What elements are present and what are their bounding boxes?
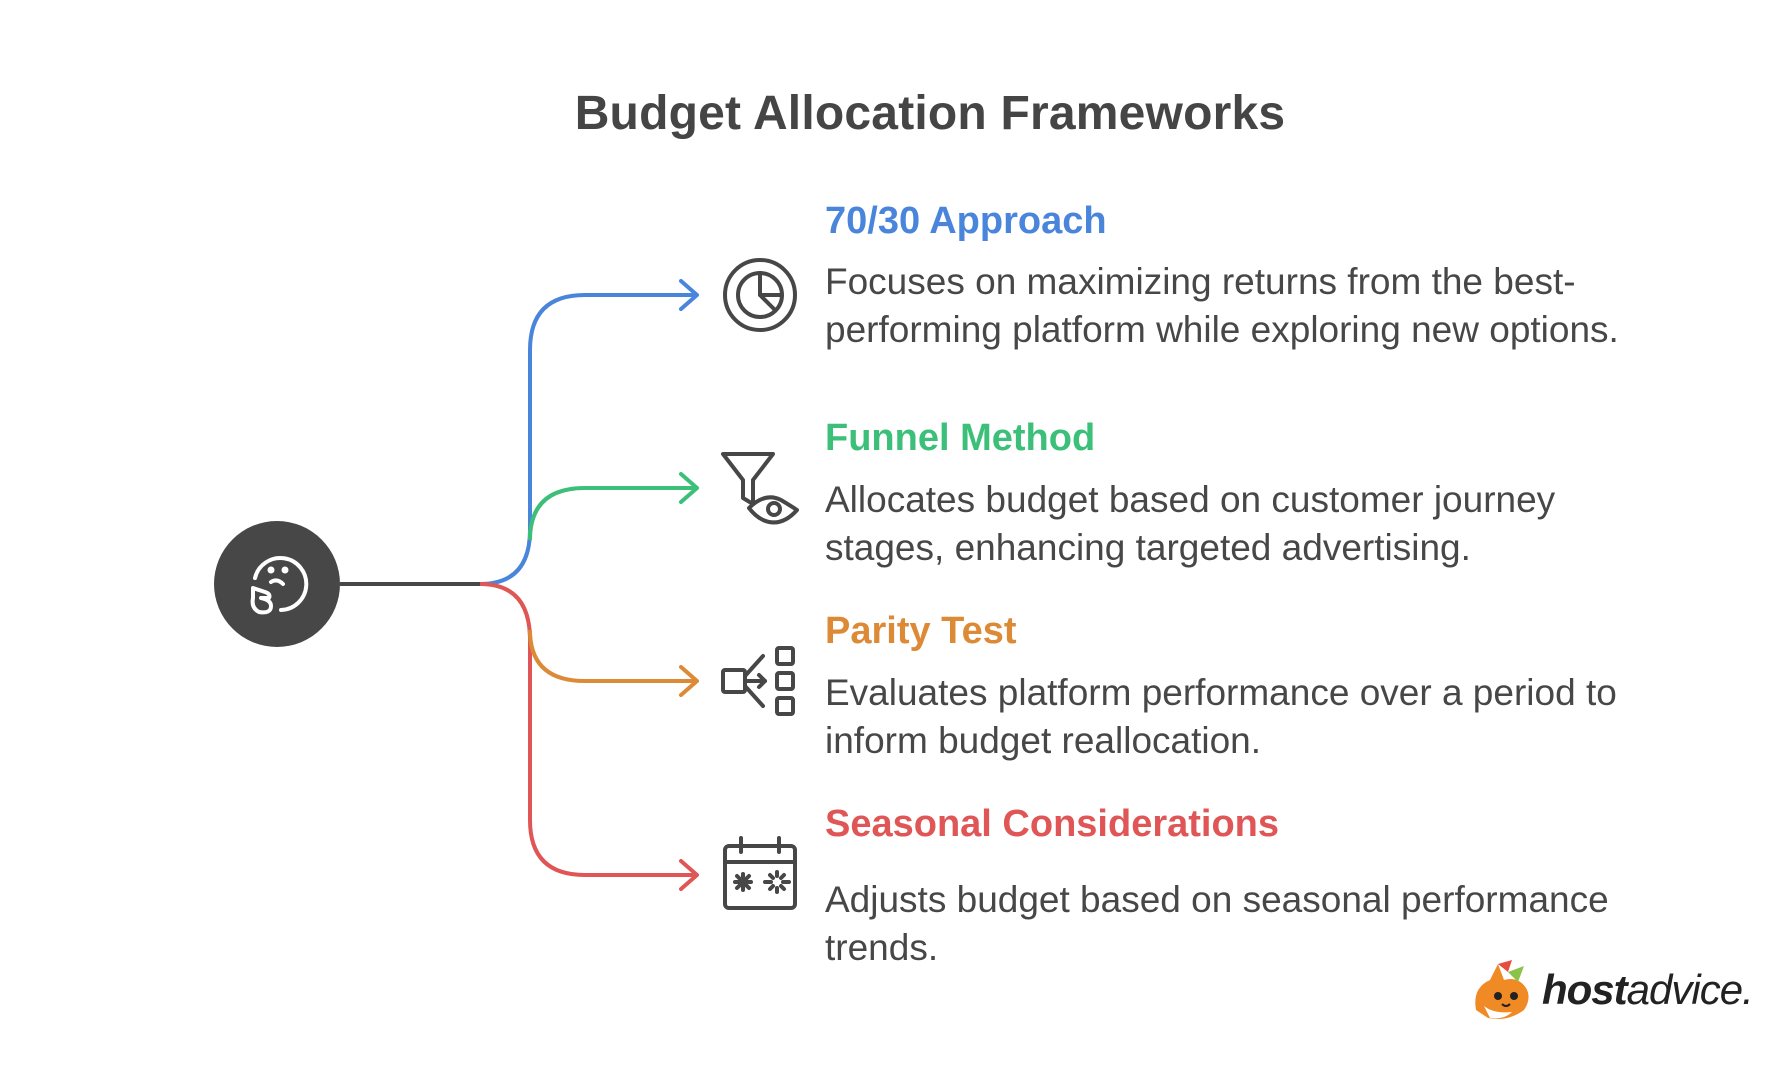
hostadvice-logo: hostadvice.	[1468, 958, 1758, 1024]
brand-name: hostadvice.	[1542, 966, 1754, 1014]
brand-name-bold: host	[1542, 966, 1628, 1013]
distribution-icon	[719, 640, 801, 722]
branch-red	[479, 582, 695, 877]
brand-name-light: advice.	[1626, 966, 1754, 1013]
item-title-70-30: 70/30 Approach	[825, 200, 1107, 242]
item-desc-funnel: Allocates budget based on customer journ…	[825, 479, 1556, 568]
page-title: Budget Allocation Frameworks	[574, 87, 1286, 140]
arrow-green	[679, 472, 699, 504]
pie-chart-icon	[719, 254, 801, 336]
item-desc-70-30: Focuses on maximizing returns from the b…	[825, 261, 1619, 350]
item-desc-parity: Evaluates platform performance over a pe…	[825, 672, 1617, 761]
item-desc-seasonal: Adjusts budget based on seasonal perform…	[825, 879, 1609, 968]
thinking-face-icon	[250, 556, 309, 615]
fox-mascot-icon	[1475, 960, 1529, 1019]
item-title-seasonal: Seasonal Considerations	[825, 803, 1280, 845]
branch-green	[528, 486, 695, 541]
arrow-blue	[679, 279, 699, 311]
branch-orange	[528, 629, 695, 683]
item-title-parity: Parity Test	[825, 610, 1017, 652]
arrow-red	[679, 859, 699, 891]
arrow-orange	[679, 665, 699, 697]
branch-blue	[479, 293, 695, 586]
funnel-eye-icon	[719, 448, 801, 530]
item-title-funnel: Funnel Method	[825, 417, 1096, 459]
calendar-icon	[719, 834, 801, 916]
hub-circle	[214, 521, 340, 647]
